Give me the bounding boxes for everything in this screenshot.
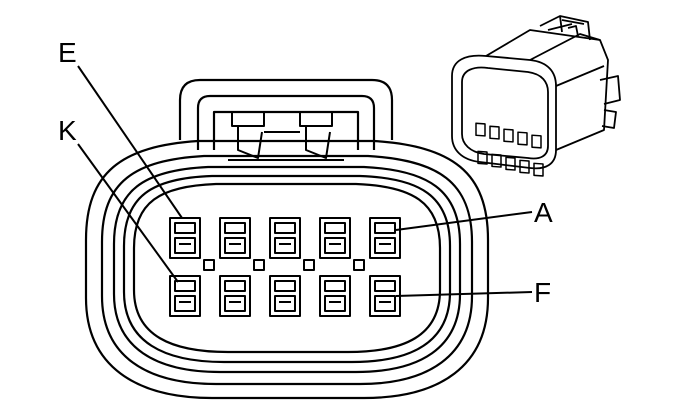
cavity-upper-slot [374, 280, 396, 292]
iso-side-clip [599, 75, 621, 129]
leader-lines [77, 65, 533, 297]
iso-latch-detail [561, 19, 585, 37]
cavity-key [303, 259, 315, 271]
cavity-outline [219, 275, 251, 317]
pin-labels: E K A F [58, 37, 553, 308]
cavity-lower-slot [374, 295, 396, 312]
cavity-outline [169, 275, 201, 317]
latch-window [212, 110, 360, 150]
cavity-upper-slot [174, 222, 196, 234]
leader-line-e [77, 65, 183, 219]
housing-ring-4 [122, 174, 452, 364]
housing-ring-inner [132, 182, 442, 354]
cavity [269, 217, 301, 259]
cavity [219, 275, 251, 317]
cavity-key [203, 259, 215, 271]
label-k: K [58, 115, 77, 146]
cavity [169, 275, 201, 317]
cavity [319, 275, 351, 317]
iso-latch [539, 15, 591, 41]
iso-cavity [519, 159, 530, 174]
cavity [269, 275, 301, 317]
cavity-grid [169, 217, 401, 317]
latch-tab-left [231, 111, 265, 127]
iso-cavity [531, 134, 542, 149]
cavity-lower-slot [224, 237, 246, 254]
leader-line-a [395, 211, 533, 231]
cavity-outline [269, 217, 301, 259]
iso-cavity [517, 131, 528, 146]
leader-line-k [77, 143, 179, 283]
iso-cavity [503, 128, 514, 143]
label-e: E [58, 37, 77, 68]
iso-housing-face [451, 54, 557, 170]
cavity-upper-slot [324, 222, 346, 234]
cavity-lower-slot [374, 237, 396, 254]
cavity-upper-slot [374, 222, 396, 234]
housing-outer [84, 139, 490, 400]
cavity-outline [169, 217, 201, 259]
cavity [219, 217, 251, 259]
cavity [369, 217, 401, 259]
iso-cavity [491, 153, 502, 168]
cavity-lower-slot [224, 295, 246, 312]
cavity [319, 217, 351, 259]
cavity-upper-slot [274, 222, 296, 234]
iso-cavity [489, 125, 500, 140]
cavity-upper-slot [174, 280, 196, 292]
label-a: A [534, 197, 553, 228]
iso-cavity [475, 122, 486, 137]
cavity-lower-slot [174, 295, 196, 312]
iso-housing-top [529, 33, 601, 61]
leader-line-f [395, 291, 533, 297]
latch-housing [178, 78, 394, 140]
cavity-outline [369, 217, 401, 259]
cavity-key [253, 259, 265, 271]
cavity-outline [269, 275, 301, 317]
label-f: F [534, 277, 551, 308]
connector-isometric-view [451, 15, 621, 177]
cavity-upper-slot [324, 280, 346, 292]
latch-tab-right [299, 111, 333, 127]
cavity-key [353, 259, 365, 271]
cavity-lower-slot [324, 237, 346, 254]
cavity-lower-slot [324, 295, 346, 312]
latch-housing-inner [196, 94, 376, 150]
cavity [169, 217, 201, 259]
cavity-lower-slot [274, 237, 296, 254]
cavity-lower-slot [174, 237, 196, 254]
housing-ring-2 [100, 154, 474, 386]
cavity-upper-slot [224, 280, 246, 292]
latch-finger-right [305, 126, 331, 159]
cavity-outline [319, 217, 351, 259]
iso-cavity-grid [475, 122, 544, 177]
iso-housing-ring [461, 66, 549, 160]
cavity-upper-slot [274, 280, 296, 292]
cavity-outline [219, 217, 251, 259]
iso-housing-rib [555, 65, 605, 87]
iso-housing-body [485, 29, 609, 151]
iso-cavity [505, 156, 516, 171]
cavity [369, 275, 401, 317]
latch-finger-left [237, 126, 263, 159]
cavity-upper-slot [224, 222, 246, 234]
iso-cavity [477, 150, 488, 165]
latch-tabs [228, 111, 344, 161]
cavity-outline [319, 275, 351, 317]
iso-cavity [533, 162, 544, 177]
cavity-lower-slot [274, 295, 296, 312]
